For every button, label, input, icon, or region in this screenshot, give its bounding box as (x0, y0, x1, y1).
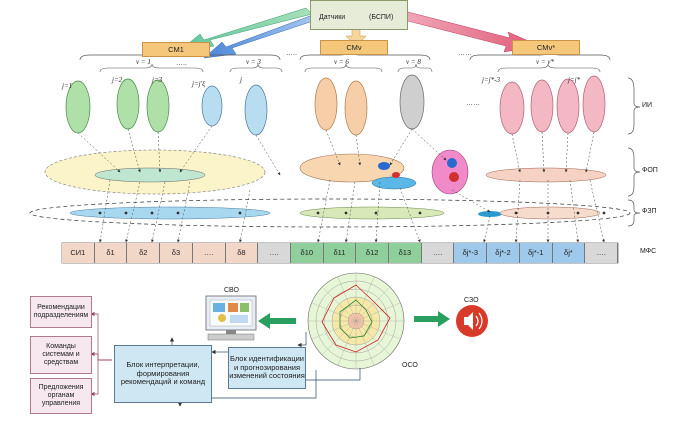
cm-label-nu-star: СМν* (512, 40, 580, 55)
radar-diagram (307, 272, 405, 370)
oso-label: ОСО (402, 362, 418, 369)
mfs-cell: δ11 (323, 243, 357, 263)
mfs-cell: δ8 (225, 243, 259, 263)
sensors-subtitle: (БСПИ) (369, 14, 394, 21)
mfs-cell: …. (258, 243, 291, 263)
fop-orange (299, 153, 405, 183)
mfs-cell: δj* (552, 243, 586, 263)
ellipsis: …… (466, 100, 480, 107)
j-label: j=2 (112, 76, 123, 84)
side-label-ii: ИИ (642, 102, 653, 109)
cvo-label: СВО (224, 287, 239, 294)
side-label-fzp: ФЗП (642, 208, 657, 215)
commands-box: Команды системам и средствам (30, 336, 92, 374)
mfs-cell: δ1 (94, 243, 128, 263)
computer-icon (205, 295, 257, 341)
recommendations-box: Рекомендации подразделениям (30, 296, 92, 328)
ellipsis: …… (458, 50, 472, 57)
mfs-cell: δ10 (290, 243, 324, 263)
ellipsis: ….. (176, 60, 187, 67)
interpretation-block: Блок интерпретации, формирования рекомен… (114, 345, 212, 403)
mfs-cell: δj*-1 (519, 243, 553, 263)
arrow-to-cm1-blue (203, 15, 317, 59)
mfs-cell: …. (192, 243, 226, 263)
mfs-cell: …. (421, 243, 455, 263)
mfs-cell: δ2 (127, 243, 161, 263)
mfs-cell: δj*-3 (454, 243, 488, 263)
nu-label: ν = 3 (246, 58, 261, 66)
j-label: j (240, 76, 242, 84)
mfs-cell: …. (585, 243, 618, 263)
green-arrow-left (258, 313, 296, 329)
j-label: j=j*-3 (482, 76, 500, 84)
green-arrow-right (414, 311, 450, 327)
mfs-cell: δ3 (160, 243, 193, 263)
mfs-cell: δ12 (356, 243, 390, 263)
nu-label: ν = 1 (136, 58, 151, 66)
nu-label: ν = 6 (334, 58, 349, 66)
nu-label: ν = ν* (536, 58, 554, 66)
szo-label: СЗО (464, 297, 479, 304)
proposals-box: Предложения органам управления (30, 378, 92, 414)
j-label: j=3 (152, 76, 163, 84)
sensors-box: Датчики (БСПИ) (310, 0, 408, 30)
nu-label: ν = 8 (406, 58, 421, 66)
side-label-fop: ФОП (642, 167, 658, 174)
identification-block: Блок идентификации и прогнозирования изм… (228, 347, 306, 389)
cm-label-nu: СМν (320, 40, 388, 55)
mfs-cell: δ13 (389, 243, 422, 263)
sensors-title: Датчики (319, 14, 346, 21)
cm-label-1: СМ1 (142, 42, 210, 57)
ii-ellipses (65, 74, 606, 136)
mfs-cell: δj*-2 (487, 243, 520, 263)
j-label: j=j* (568, 76, 581, 84)
j-label: j=1 (62, 82, 73, 90)
j-label: j=j'ξ (192, 80, 206, 88)
fop-pink (431, 149, 469, 195)
mfs-cell: СИ1 (62, 243, 95, 263)
ellipsis: ….. (286, 50, 297, 57)
fzp-band (29, 198, 631, 228)
side-label-mfs: МФС (640, 248, 657, 255)
